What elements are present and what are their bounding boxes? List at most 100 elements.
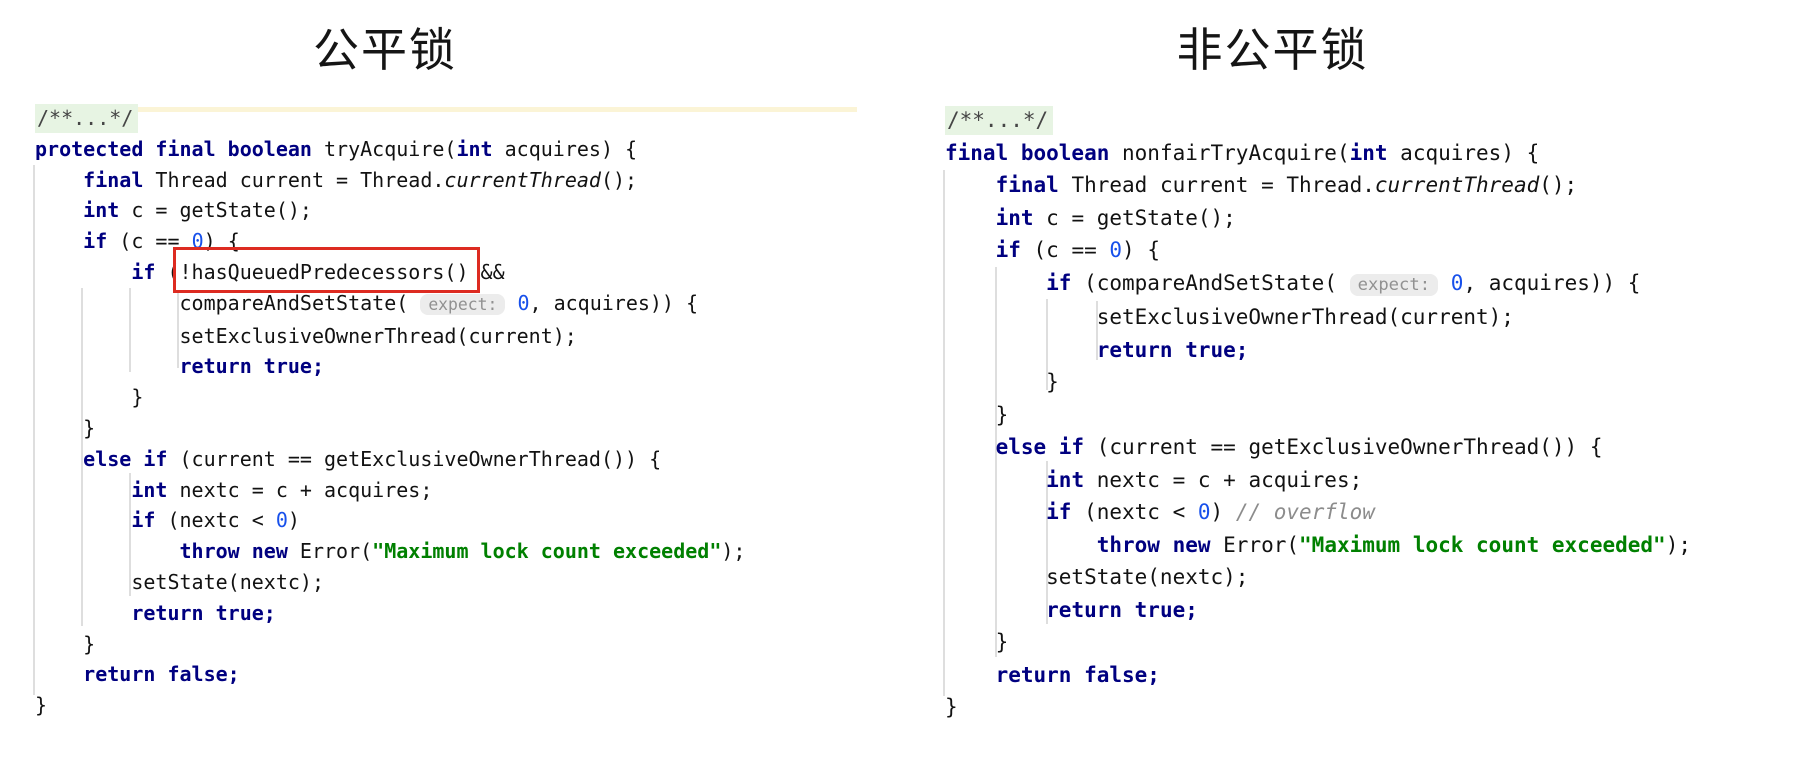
- code-token: [945, 663, 996, 687]
- code-token: &&: [468, 259, 505, 284]
- code-token: ();: [1539, 173, 1578, 197]
- code-line: throw new Error("Maximum lock count exce…: [945, 529, 1691, 562]
- indent-guide: [1096, 301, 1098, 360]
- code-token: }: [945, 695, 958, 719]
- code-token: Thread current = Thread.: [1058, 173, 1375, 197]
- code-token: currentThread: [444, 167, 601, 192]
- code-token: , acquires)) {: [529, 290, 699, 315]
- nonfair-lock-code: /**...*/final boolean nonfairTryAcquire(…: [945, 104, 1691, 724]
- code-token: }: [945, 370, 1059, 394]
- code-token: [35, 447, 83, 471]
- code-line: }: [35, 629, 745, 660]
- code-token: [945, 238, 996, 262]
- code-token: ): [287, 508, 300, 533]
- code-token: nextc = c + acquires;: [167, 477, 433, 502]
- code-line: }: [35, 382, 745, 413]
- string-token: "Maximum lock count exceeded": [372, 539, 722, 564]
- keyword-token: if: [995, 238, 1021, 262]
- code-token: (c ==: [107, 229, 192, 254]
- code-token: acquires) {: [1387, 140, 1540, 165]
- fair-lock-code: /**...*/protected final boolean tryAcqui…: [35, 103, 745, 721]
- code-token: [35, 198, 83, 222]
- code-line: }: [945, 691, 1691, 724]
- indent-guide: [129, 473, 131, 596]
- doc-comment: /**...*/: [945, 106, 1054, 135]
- code-line: /**...*/: [945, 104, 1691, 137]
- code-line: }: [35, 690, 745, 721]
- code-token: [35, 478, 131, 502]
- code-token: [945, 533, 1097, 557]
- string-token: "Maximum lock count exceeded": [1299, 532, 1666, 557]
- code-line: }: [945, 399, 1691, 432]
- number-token: 0: [275, 508, 288, 533]
- comment-token: // overflow: [1235, 500, 1375, 524]
- code-token: Error(: [287, 539, 373, 564]
- indent-guide: [33, 165, 35, 695]
- number-token: 0: [1197, 500, 1211, 524]
- code-line: setState(nextc);: [945, 561, 1691, 594]
- keyword-token: int: [1349, 140, 1388, 165]
- nonfair-lock-panel: 非公平锁 /**...*/final boolean nonfairTryAcq…: [943, 0, 1818, 758]
- code-token: currentThread: [1374, 173, 1540, 197]
- keyword-token: int: [83, 198, 120, 223]
- code-token: compareAndSetState(: [35, 290, 421, 315]
- keyword-token: if: [1046, 270, 1072, 295]
- keyword-token: return true;: [179, 354, 325, 379]
- code-line: int nextc = c + acquires;: [35, 475, 745, 506]
- code-token: [945, 598, 1046, 622]
- code-token: [945, 468, 1046, 492]
- keyword-token: return false;: [995, 662, 1160, 687]
- code-line: compareAndSetState( expect: 0, acquires)…: [35, 288, 745, 321]
- code-token: (nextc <: [155, 508, 276, 533]
- keyword-token: return true;: [1096, 337, 1249, 362]
- keyword-token: int: [1046, 467, 1085, 492]
- keyword-token: protected final boolean: [35, 136, 312, 161]
- code-line: }: [35, 413, 745, 444]
- indent-guide: [1046, 299, 1048, 390]
- code-line: }: [945, 366, 1691, 399]
- code-line: setExclusiveOwnerThread(current);: [945, 301, 1691, 334]
- code-token: setState(nextc);: [35, 569, 324, 594]
- keyword-token: throw new: [1096, 532, 1211, 557]
- code-token: [945, 500, 1046, 524]
- code-line: throw new Error("Maximum lock count exce…: [35, 536, 746, 567]
- code-line: final Thread current = Thread.currentThr…: [945, 169, 1691, 202]
- code-token: setState(nextc);: [945, 565, 1249, 589]
- code-line: return true;: [945, 594, 1691, 627]
- code-token: [35, 601, 131, 625]
- indent-guide: [943, 170, 945, 696]
- code-token: [35, 354, 180, 378]
- keyword-token: if: [83, 229, 108, 254]
- code-token: }: [35, 693, 48, 718]
- number-token: 0: [1450, 270, 1464, 295]
- code-line: final boolean nonfairTryAcquire(int acqu…: [945, 137, 1691, 170]
- code-line: /**...*/: [35, 103, 745, 134]
- code-line: return true;: [35, 351, 745, 382]
- code-line: if (c == 0) {: [35, 226, 745, 257]
- code-token: [35, 539, 180, 563]
- code-token: [35, 168, 83, 192]
- code-token: ): [1210, 500, 1236, 524]
- keyword-token: if: [131, 259, 156, 284]
- code-token: (compareAndSetState(: [1071, 270, 1350, 295]
- code-token: [35, 229, 83, 253]
- keyword-token: if: [131, 508, 156, 533]
- code-token: [35, 260, 131, 284]
- indent-guide: [177, 291, 179, 368]
- keyword-token: int: [131, 477, 168, 502]
- code-token: [505, 291, 517, 315]
- keyword-token: else if: [995, 435, 1085, 459]
- code-token: (: [155, 259, 180, 284]
- keyword-token: final boolean: [945, 140, 1110, 165]
- code-token: ();: [600, 167, 638, 192]
- code-line: }: [945, 626, 1691, 659]
- code-token: }: [35, 415, 96, 440]
- code-token: }: [35, 631, 96, 656]
- keyword-token: else if: [83, 446, 168, 471]
- code-token: [945, 271, 1046, 295]
- code-line: else if (current == getExclusiveOwnerThr…: [35, 444, 745, 475]
- parameter-hint-chip: expect:: [1349, 273, 1439, 296]
- code-line: protected final boolean tryAcquire(int a…: [35, 134, 745, 165]
- code-line: final Thread current = Thread.currentThr…: [35, 165, 745, 196]
- fair-lock-title: 公平锁: [313, 23, 457, 77]
